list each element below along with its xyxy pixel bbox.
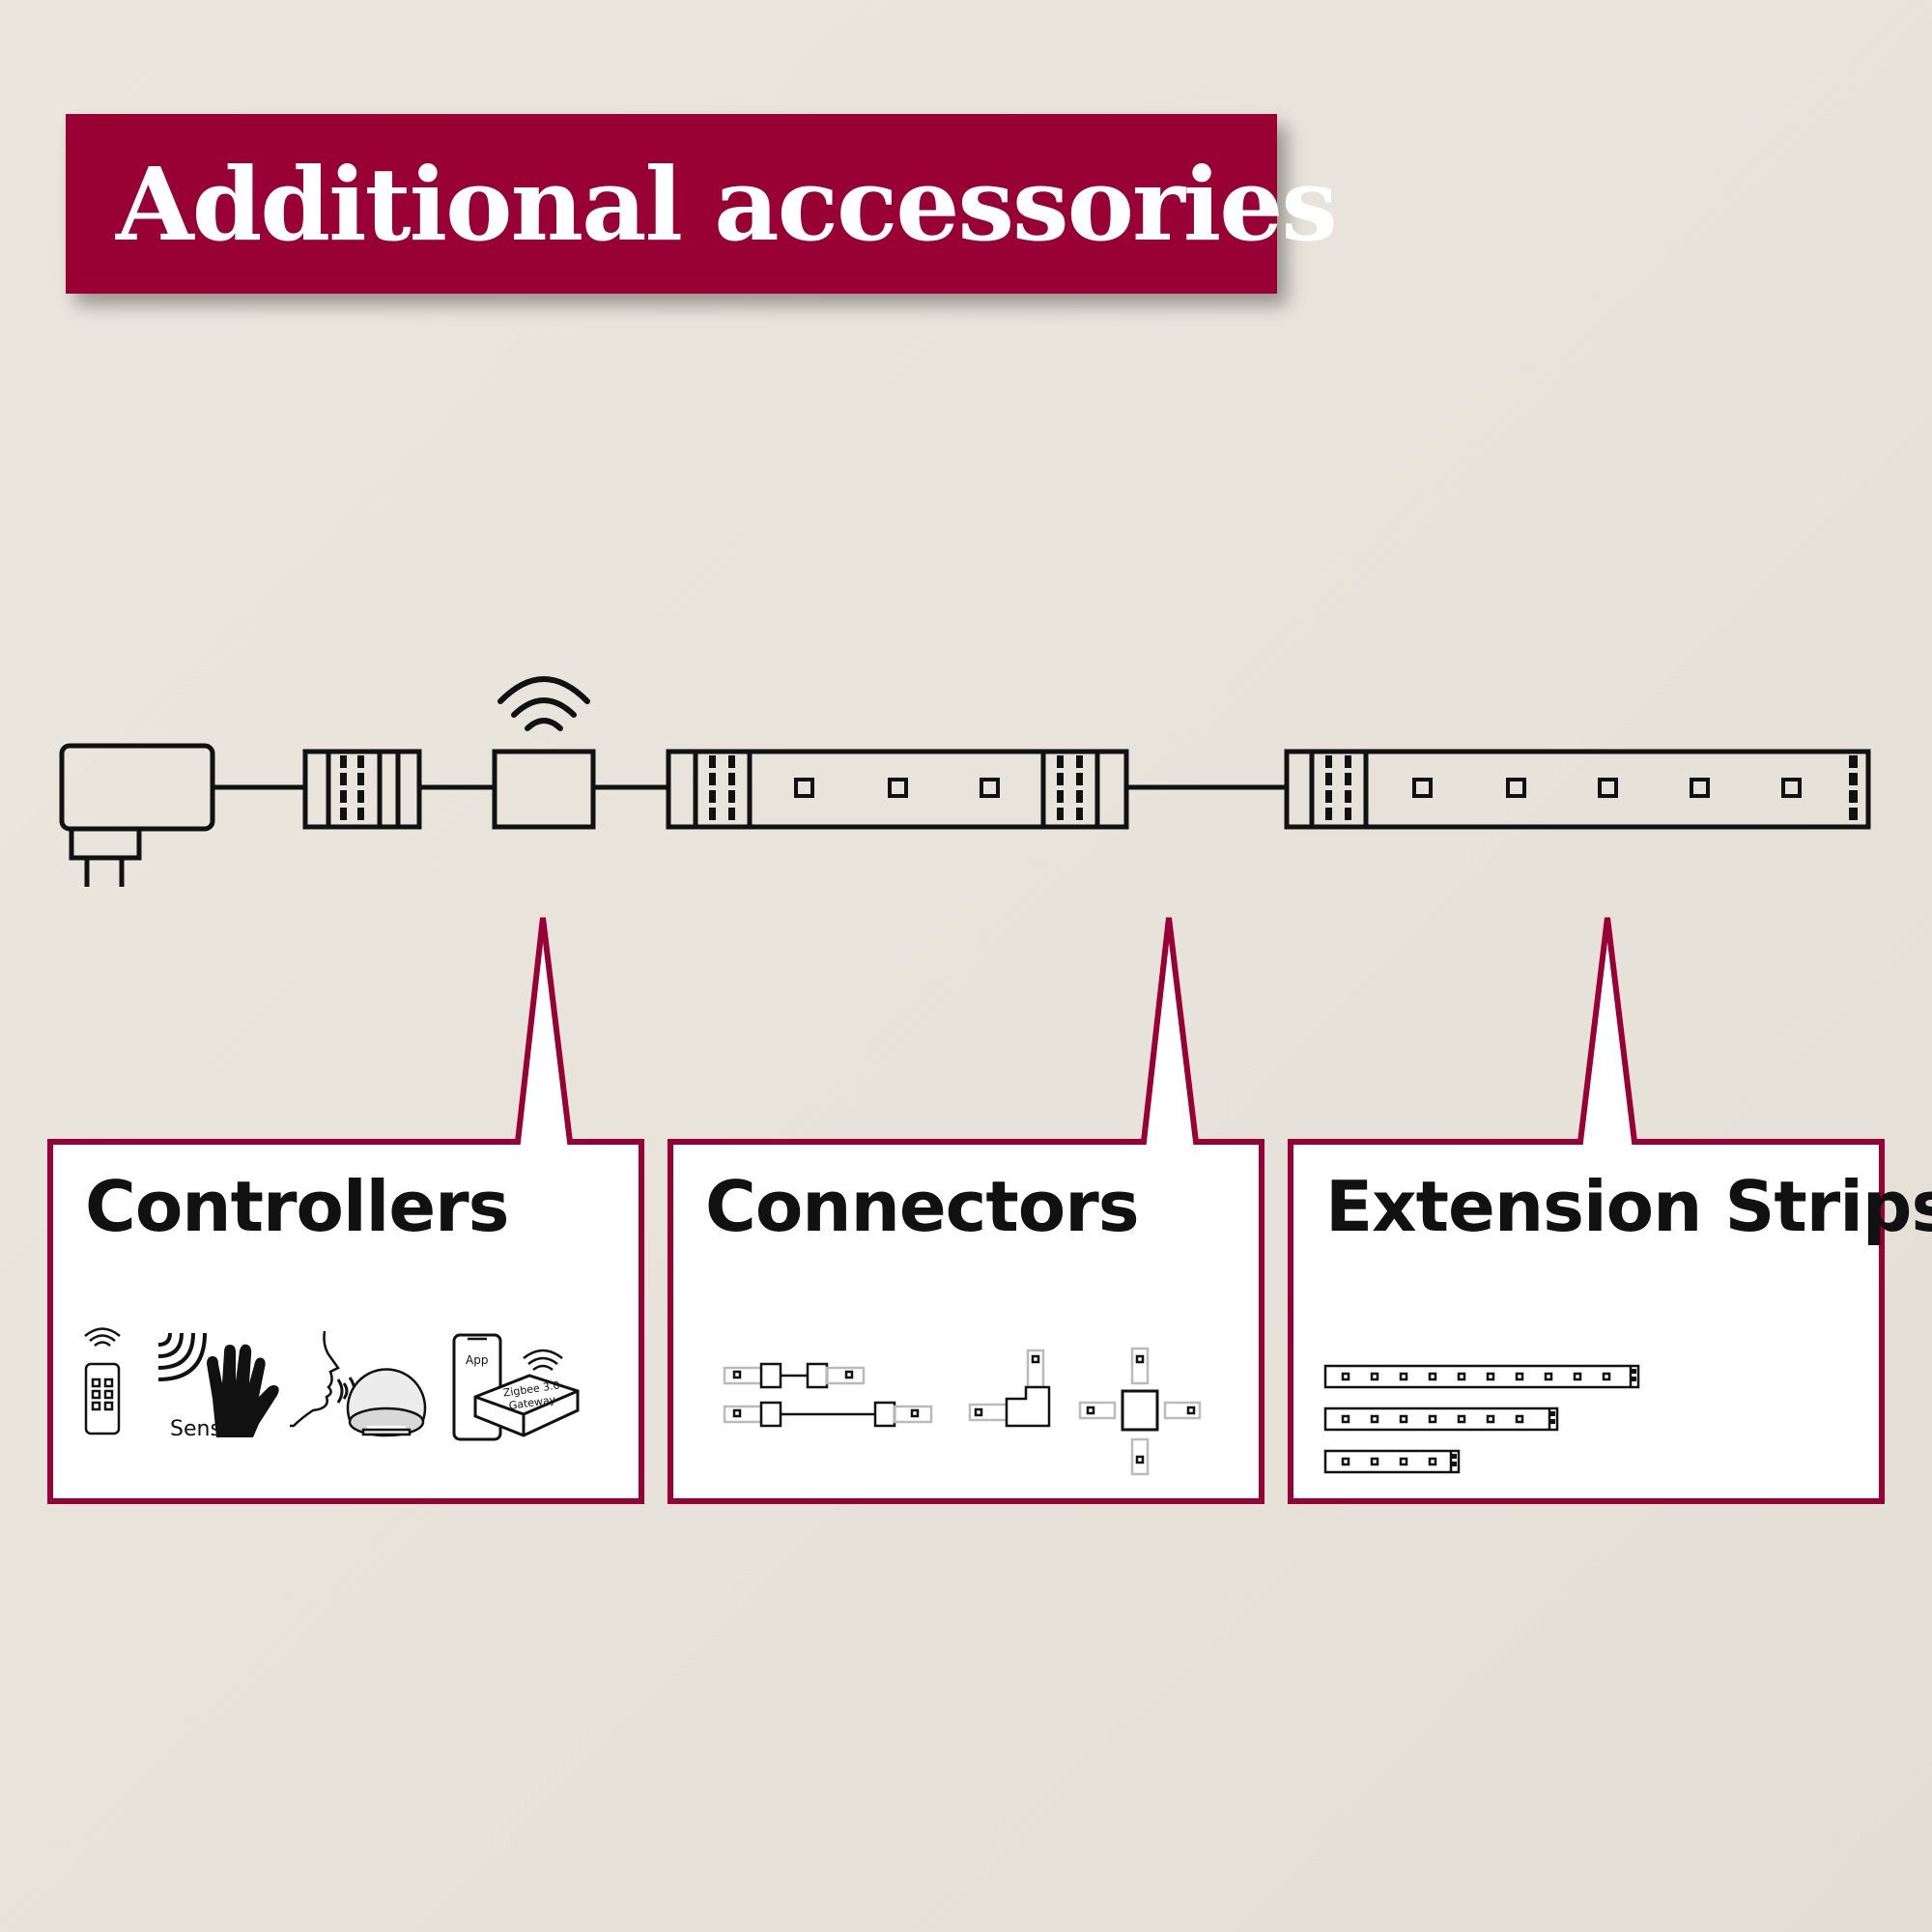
voice-assistant-icon	[290, 1330, 427, 1437]
controller-box-icon	[492, 749, 596, 830]
cross-connector-icon	[1078, 1347, 1202, 1476]
connector-block-icon	[302, 749, 422, 830]
title-banner: Additional accessories	[66, 114, 1338, 294]
sensor-label: Sensor	[170, 1417, 243, 1441]
app-label: App	[466, 1353, 488, 1367]
hand-icon	[207, 1344, 279, 1437]
category-heading-extension-strips: Extension Strips	[1325, 1166, 1932, 1247]
strip-connector-icon	[723, 1362, 866, 1389]
category-heading-controllers: Controllers	[85, 1166, 509, 1247]
long-extension-strip-icon	[1323, 1364, 1640, 1389]
category-heading-connectors: Connectors	[705, 1166, 1139, 1247]
callout-connectors: Connectors	[668, 917, 1264, 1504]
power-adapter-icon	[59, 743, 215, 887]
callout-extension-strips: Extension Strips	[1288, 917, 1932, 1504]
led-strip-icon	[666, 749, 1129, 830]
medium-extension-strip-icon	[1323, 1406, 1559, 1432]
zigbee-gateway-icon	[473, 1349, 580, 1437]
callout-controllers: Controllers	[47, 917, 644, 1504]
page-title: Additional accessories	[116, 144, 1338, 264]
remote-control-icon	[84, 1327, 121, 1435]
motion-sensor-icon	[157, 1332, 207, 1381]
extension-strip-icon	[1284, 749, 1871, 830]
wifi-icon	[497, 676, 590, 731]
short-extension-strip-icon	[1323, 1449, 1461, 1474]
cable-connector-icon	[723, 1401, 933, 1428]
l-corner-connector-icon	[968, 1349, 1051, 1428]
